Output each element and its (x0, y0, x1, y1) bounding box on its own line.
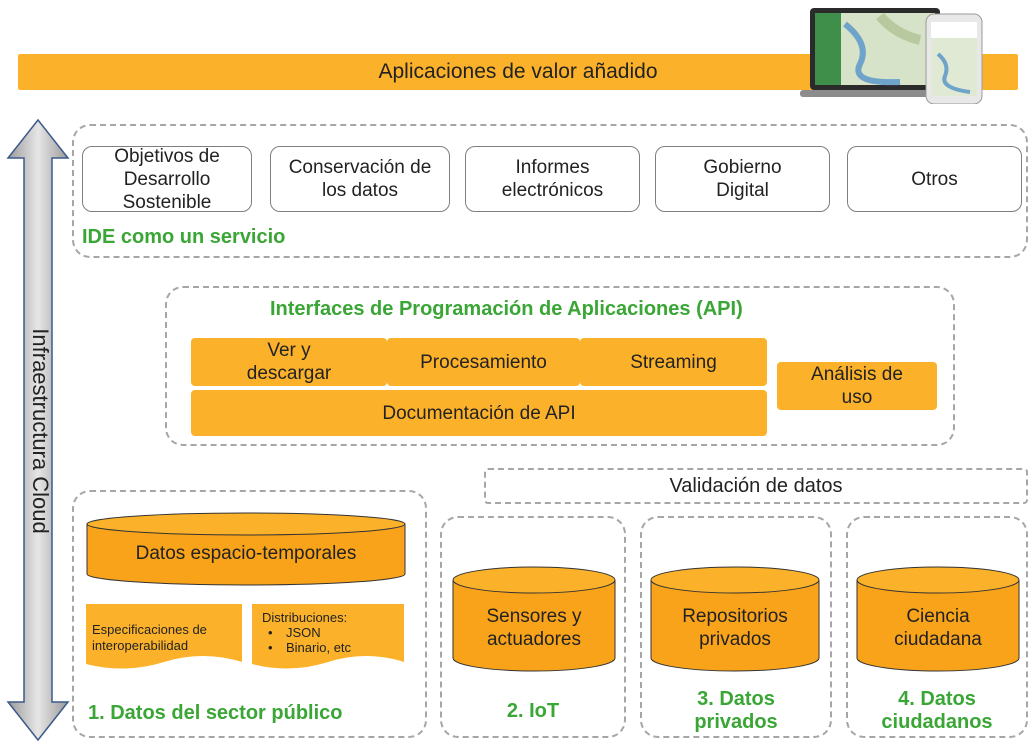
private-data-section (640, 516, 832, 738)
usage-analysis-box: Análisis de uso (777, 362, 937, 410)
service-section-title: IDE como un servicio (82, 226, 286, 248)
electronic-reports-box: Informes electrónicos (465, 146, 640, 212)
iot-section (440, 516, 626, 738)
private-data-caption: 3. Datos privados (694, 688, 778, 733)
service-section (72, 124, 1028, 258)
citizen-data-caption: 4. Datos ciudadanos (881, 688, 993, 733)
view-download-box: Ver y descargar (191, 338, 387, 386)
digital-government-box: Gobierno Digital (655, 146, 830, 212)
device-mockup-image (800, 4, 1020, 105)
distributions-document: Distribuciones: •JSON •Binario, etc (252, 604, 404, 674)
public-sector-section (72, 490, 427, 738)
data-validation-box: Validación de datos (484, 468, 1028, 504)
sdg-box: Objetivos de Desarrollo Sostenible (82, 146, 252, 213)
interoperability-spec-document: Especificaciones de interoperabilidad (86, 604, 242, 674)
public-sector-caption: 1. Datos del sector público (88, 702, 343, 724)
others-box: Otros (847, 146, 1022, 212)
api-documentation-box: Documentación de API (191, 390, 767, 436)
spatiotemporal-data-cylinder: Datos espacio-temporales (86, 512, 406, 586)
citizen-science-cylinder: Ciencia ciudadana (856, 566, 1020, 672)
sensors-actuators-cylinder: Sensores y actuadores (452, 566, 616, 672)
value-added-apps-label: Aplicaciones de valor añadido (378, 60, 658, 83)
private-repositories-cylinder: Repositorios privados (650, 566, 820, 672)
iot-caption: 2. IoT (506, 700, 560, 722)
processing-box: Procesamiento (387, 338, 580, 386)
api-section-title: Interfaces de Programación de Aplicacion… (270, 298, 743, 320)
data-conservation-box: Conservación de los datos (270, 146, 450, 212)
api-section (165, 286, 955, 446)
cloud-infrastructure-label: Infraestructura Cloud (28, 328, 53, 534)
cloud-infrastructure-arrow (6, 118, 70, 742)
streaming-box: Streaming (580, 338, 767, 386)
citizen-data-section (846, 516, 1028, 738)
